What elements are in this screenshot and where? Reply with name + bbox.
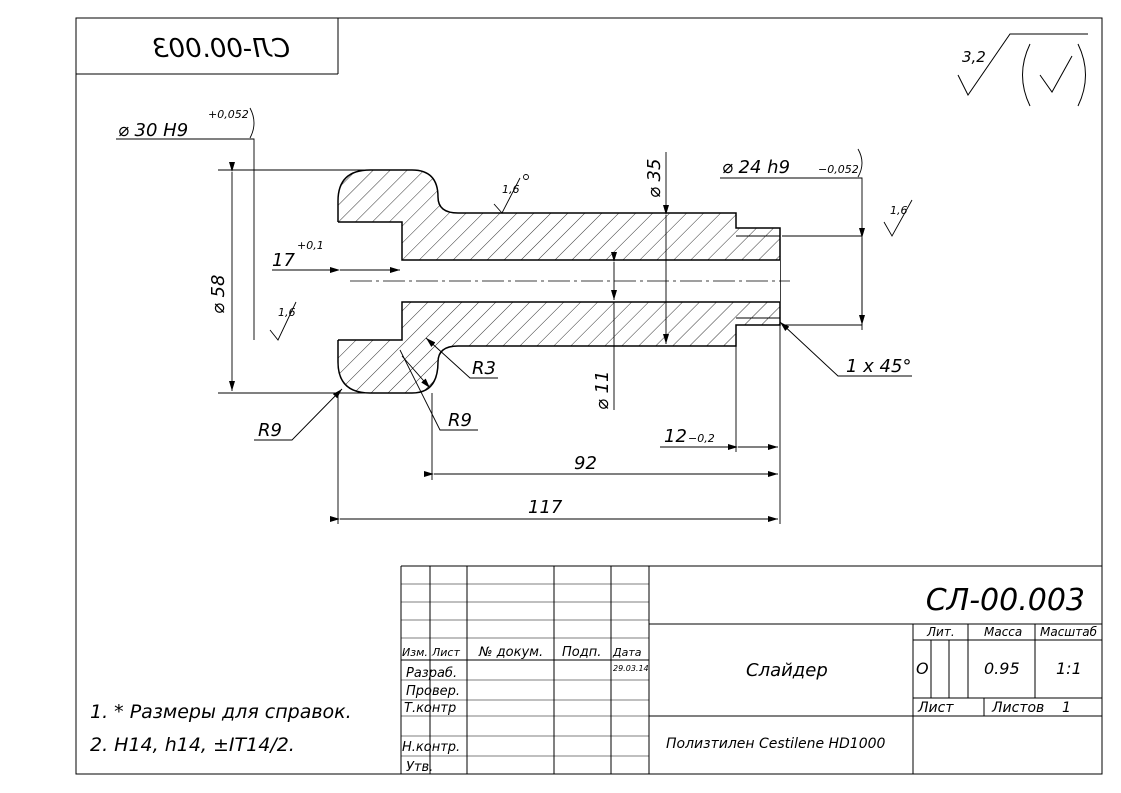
rough-a: 1,6: [502, 183, 520, 196]
role-utv: Утв.: [406, 760, 433, 775]
sheet-label: Лист: [917, 700, 954, 716]
dim-len117: 117: [528, 497, 563, 518]
sheet-frame: [75, 17, 1103, 775]
dim-r3: R3: [472, 358, 496, 379]
hdr-doc: № докум.: [478, 645, 543, 660]
dim-r9-inner: R9: [448, 410, 472, 431]
dim-len12: 12: [664, 426, 687, 447]
dim-d30-tol: +0,052: [208, 108, 249, 121]
mirrored-code-box: СЛ-00.003: [76, 18, 339, 75]
roughness-value: 3,2: [962, 48, 986, 66]
dim-chamfer: 1 x 45°: [846, 356, 911, 377]
role-prover: Провер.: [406, 684, 460, 699]
mass-value: 0.95: [984, 659, 1020, 678]
sheets-label: Листов: [991, 700, 1044, 716]
dim-d24-tol: −0,052: [818, 163, 859, 176]
title-code: СЛ-00.003: [926, 583, 1085, 618]
title-block-texts: СЛ-00.003 Изм. Лист № докум. Подп. Дата …: [402, 583, 1098, 775]
hdr-list: Лист: [431, 646, 460, 659]
lit-value: О: [916, 659, 929, 678]
dim-len92: 92: [574, 453, 597, 474]
roughness-symbol: [957, 33, 1088, 107]
role-nkontr: Н.контр.: [402, 740, 460, 755]
lit-label: Лит.: [926, 625, 955, 639]
dim-len17-tol: +0,1: [297, 239, 324, 252]
part-section: [254, 169, 790, 394]
rough-b: 1,6: [278, 306, 296, 319]
dim-d11: ⌀ 11: [592, 371, 613, 410]
hdr-izm: Изм.: [402, 646, 428, 659]
dim-r9-outer: R9: [258, 420, 282, 441]
title-block: [400, 565, 1102, 774]
dim-d24: ⌀ 24 h9: [722, 157, 790, 178]
role-tkontr: Т.контр: [404, 701, 456, 716]
scale-label: Масштаб: [1040, 625, 1098, 639]
role-razrab: Разраб.: [406, 666, 457, 681]
note-1: 1. * Размеры для справок.: [90, 701, 352, 723]
dim-d58: ⌀ 58: [208, 275, 229, 314]
date-value: 29.03.14: [613, 664, 649, 673]
mass-label: Масса: [984, 625, 1022, 639]
material: Полизтилен Cestilene HD1000: [666, 736, 886, 752]
rough-c: 1,6: [890, 204, 908, 217]
note-2: 2. H14, h14, ±IT14/2.: [90, 734, 295, 756]
mirrored-code-text: СЛ-00.003: [152, 34, 290, 64]
dim-d30: ⌀ 30 H9: [118, 120, 188, 141]
hdr-date: Дата: [612, 646, 642, 659]
dimension-texts: ⌀ 30 H9 +0,052 ⌀ 58 17 +0,1 ⌀ 35 ⌀ 11 ⌀ …: [118, 108, 911, 518]
sheets-value: 1: [1062, 700, 1071, 716]
roughness-marks: [269, 174, 913, 341]
dimension-lines: [116, 107, 912, 524]
part-name: Слайдер: [746, 660, 828, 681]
hdr-sign: Подп.: [562, 645, 601, 660]
dim-len12-tol: −0,2: [688, 432, 715, 445]
scale-value: 1:1: [1056, 659, 1082, 678]
dim-len17: 17: [272, 250, 295, 271]
dim-d35: ⌀ 35: [644, 159, 665, 198]
